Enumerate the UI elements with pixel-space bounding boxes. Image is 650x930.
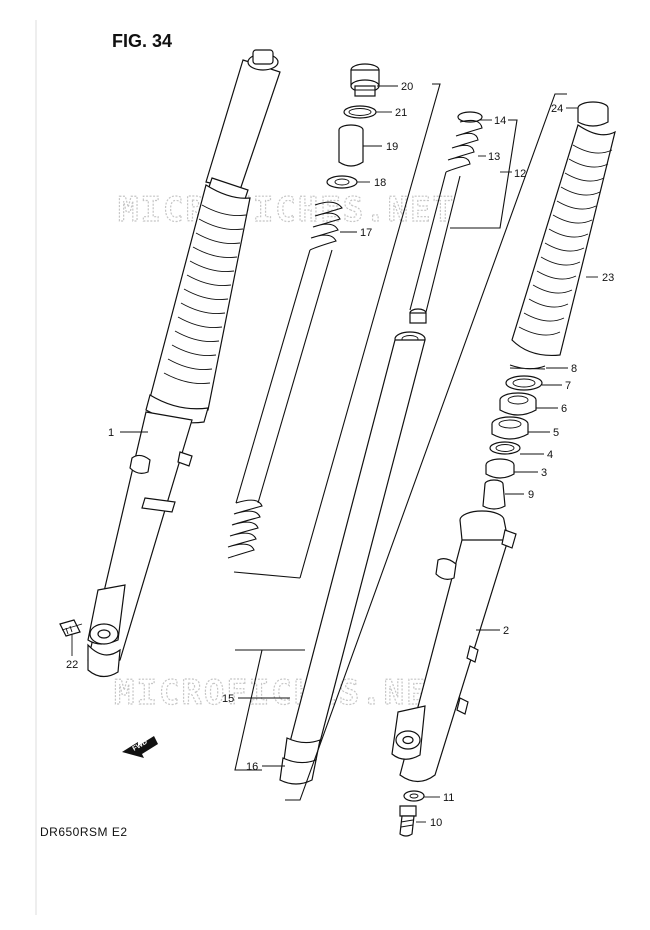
watermark-top: MICROFICHES.NET [118,190,455,230]
guide-metal-5 [491,416,529,440]
forward-arrow-icon: FWD [122,736,158,758]
ring-7 [505,375,543,391]
ref-14: 14 [494,115,506,127]
ref-13: 13 [488,151,500,163]
ref-8: 8 [571,363,577,375]
ref-5: 5 [553,427,559,439]
ref-3: 3 [541,467,547,479]
ref-20: 20 [401,81,413,93]
bushing-3 [485,458,515,479]
ref-1: 1 [108,427,114,439]
ref-4: 4 [547,449,553,461]
oil-lock-9 [482,479,506,510]
figure-title: FIG. 34 [112,31,172,51]
damper-rod-bolt-10 [399,805,417,837]
ref-21: 21 [395,107,407,119]
boot-clip-24 [577,101,609,127]
ref-10: 10 [430,817,442,829]
washer-18 [326,175,358,189]
left-fork-assembly [87,49,281,678]
washer-4 [489,441,521,455]
damper-rod-12 [409,111,483,324]
outer-tube-2 [391,510,517,783]
cap-bolt-20 [350,63,380,97]
watermark-bottom: MICROFICHES.NET [114,673,451,713]
ref-6: 6 [561,403,567,415]
fork-spring-17 [227,201,343,559]
ref-12: 12 [514,168,526,180]
ref-15: 15 [222,693,234,705]
oil-seal-6 [499,392,537,416]
ref-19: 19 [386,141,398,153]
oil-lock-piece-16 [279,737,321,785]
ref-7: 7 [565,380,571,392]
ref-22: 22 [66,659,78,671]
leader-group-17 [299,83,441,579]
pinch-bolt-22 [59,619,83,637]
ref-17: 17 [360,227,372,239]
ref-11: 11 [443,792,454,804]
ref-9: 9 [528,489,534,501]
ref-16: 16 [246,761,258,773]
ref-23: 23 [602,272,614,284]
leader-group-12 [450,119,518,229]
model-code: DR650RSM E2 [40,825,128,839]
gasket-11 [403,790,425,802]
ref-2: 2 [503,625,509,637]
snap-ring-8 [509,364,546,370]
fork-boot-23 [511,124,616,357]
ref-24: 24 [551,103,563,115]
ref-18: 18 [374,177,386,189]
leader-lines [71,85,598,823]
spacer-19 [338,124,364,167]
leader-group-15 [234,649,263,771]
